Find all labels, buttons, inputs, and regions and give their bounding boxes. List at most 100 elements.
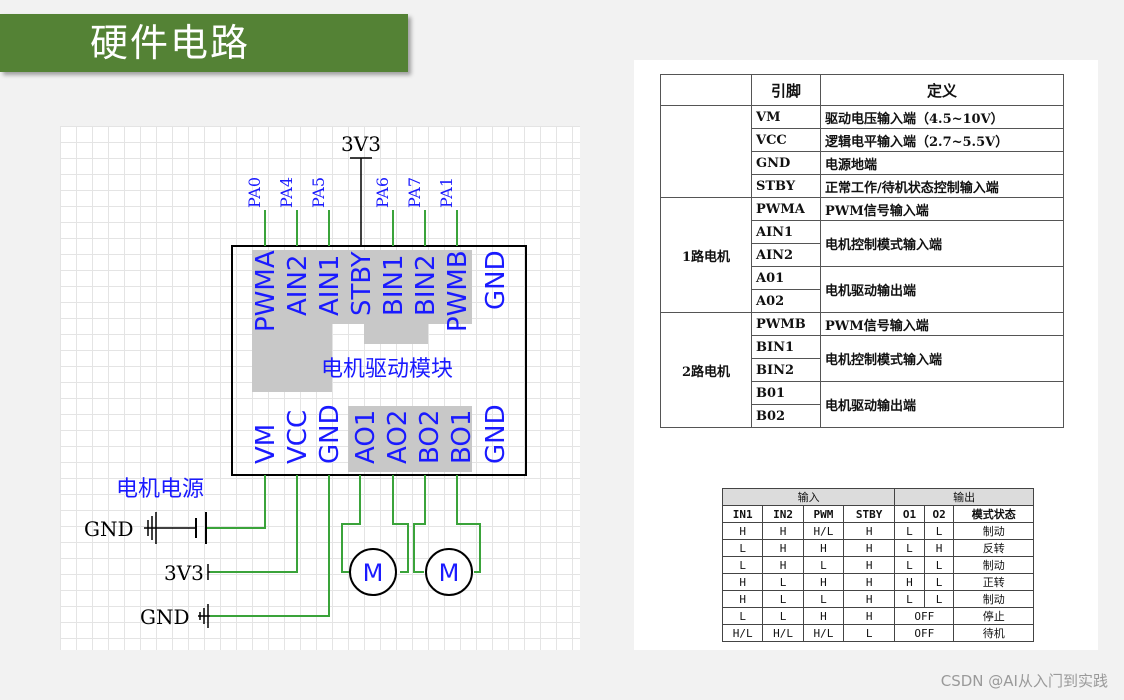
truth-header: IN2: [762, 505, 804, 523]
truth-cell: L: [894, 590, 925, 608]
pin-name: BO2: [415, 410, 445, 464]
schematic-diagram: 3V3 PA0 PA4 PA5 PA6 PA7 PA1 PWMA AIN2 AI…: [60, 126, 580, 650]
truth-cell: L: [894, 539, 925, 557]
pin-name: BO1: [447, 410, 477, 464]
bottom-pin-names: VM VCC GND AO1 AO2 BO2 BO1 GND: [251, 404, 511, 464]
truth-cell: 制动: [953, 590, 1034, 608]
net-label: PA1: [437, 177, 456, 208]
truth-cell: 停止: [953, 607, 1034, 625]
pin-table-header: [660, 74, 752, 106]
truth-cell: L: [802, 590, 845, 608]
motor-a: M: [349, 548, 397, 596]
def-cell: 驱动电压输入端（4.5~10V）: [820, 105, 1064, 129]
title-banner: 硬件电路: [0, 14, 408, 72]
pin-table-header: 定义: [820, 74, 1064, 106]
truth-cell: 反转: [953, 539, 1034, 557]
pin-cell: B02: [751, 404, 821, 428]
battery-symbol: [144, 512, 207, 544]
truth-cell: L: [894, 556, 925, 574]
truth-header: STBY: [843, 505, 896, 523]
truth-cell: H: [802, 607, 845, 625]
pin-group-cell: [660, 105, 752, 198]
pin-cell: VCC: [751, 128, 821, 152]
truth-cell: H: [721, 573, 764, 591]
truth-cell: H: [843, 607, 896, 625]
pin-cell: A02: [751, 289, 821, 313]
bottom-wires: [206, 475, 481, 617]
truth-header: O1: [894, 505, 925, 523]
truth-cell: H/L: [802, 522, 845, 540]
truth-cell: OFF: [894, 607, 955, 625]
pin-name: AIN2: [283, 255, 313, 316]
def-cell: 电机驱动输出端: [820, 266, 1064, 313]
def-cell: PWM信号输入端: [820, 312, 1064, 336]
pin-name: VM: [251, 424, 281, 464]
truth-cell: L: [762, 573, 804, 591]
watermark: CSDN @AI从入门到实践: [940, 672, 1108, 690]
pin-name: BIN2: [411, 255, 441, 317]
pin-cell: PWMA: [751, 197, 821, 221]
net-label: PA6: [373, 177, 392, 208]
module-shade-top: [252, 250, 472, 392]
truth-cell: L: [721, 607, 764, 625]
truth-cell: H: [802, 573, 845, 591]
truth-cell: H: [894, 573, 925, 591]
net-labels: PA0 PA4 PA5 PA6 PA7 PA1: [245, 177, 456, 208]
net-label: PA7: [405, 177, 424, 208]
truth-cell: H/L: [762, 624, 804, 642]
pin-name: STBY: [347, 251, 377, 316]
motor-b: M: [425, 548, 473, 596]
truth-cell: H: [721, 522, 764, 540]
module-label: 电机驱动模块: [321, 357, 453, 382]
pin-cell: B01: [751, 381, 821, 405]
pin-name: GND: [481, 404, 511, 464]
truth-cell: L: [923, 573, 955, 591]
pin-cell: AIN2: [751, 243, 821, 267]
truth-group-input: 输入: [721, 488, 896, 506]
pin-cell: STBY: [751, 174, 821, 198]
truth-cell: 待机: [953, 624, 1034, 642]
pin-cell: GND: [751, 151, 821, 175]
v33-label: 3V3: [164, 561, 204, 585]
truth-cell: H: [843, 539, 896, 557]
truth-cell: L: [923, 522, 955, 540]
page-title: 硬件电路: [90, 21, 251, 65]
truth-cell: H: [762, 539, 804, 557]
pin-group-cell: 1路电机: [660, 197, 752, 313]
pin-name: AO1: [351, 410, 381, 464]
pin-group-cell: 2路电机: [660, 312, 752, 428]
stby-power-label: 3V3: [341, 132, 381, 156]
truth-cell: 正转: [953, 573, 1034, 591]
pin-cell: VM: [751, 105, 821, 129]
supply-label: 电机电源: [116, 477, 204, 502]
truth-cell: L: [843, 624, 896, 642]
def-cell: 逻辑电平输入端（2.7~5.5V）: [820, 128, 1064, 152]
module-outline: [231, 245, 527, 476]
pin-cell: PWMB: [751, 312, 821, 336]
truth-cell: H: [843, 522, 896, 540]
truth-cell: H: [843, 590, 896, 608]
truth-header: IN1: [721, 505, 764, 523]
def-cell: 电机控制模式输入端: [820, 220, 1064, 267]
def-cell: 电机驱动输出端: [820, 381, 1064, 428]
motor-label: M: [363, 559, 384, 587]
pin-name: AIN1: [315, 255, 345, 316]
truth-cell: H: [843, 573, 896, 591]
def-cell: PWM信号输入端: [820, 197, 1064, 221]
truth-cell: H: [802, 539, 845, 557]
truth-cell: H: [721, 590, 764, 608]
truth-cell: L: [923, 590, 955, 608]
truth-header: O2: [923, 505, 955, 523]
pin-name: BIN1: [379, 255, 409, 317]
pin-name: PWMB: [443, 250, 473, 332]
truth-group-output: 输出: [894, 488, 1034, 506]
def-cell: 电源地端: [820, 151, 1064, 175]
truth-cell: 制动: [953, 522, 1034, 540]
truth-cell: 制动: [953, 556, 1034, 574]
truth-cell: L: [762, 590, 804, 608]
